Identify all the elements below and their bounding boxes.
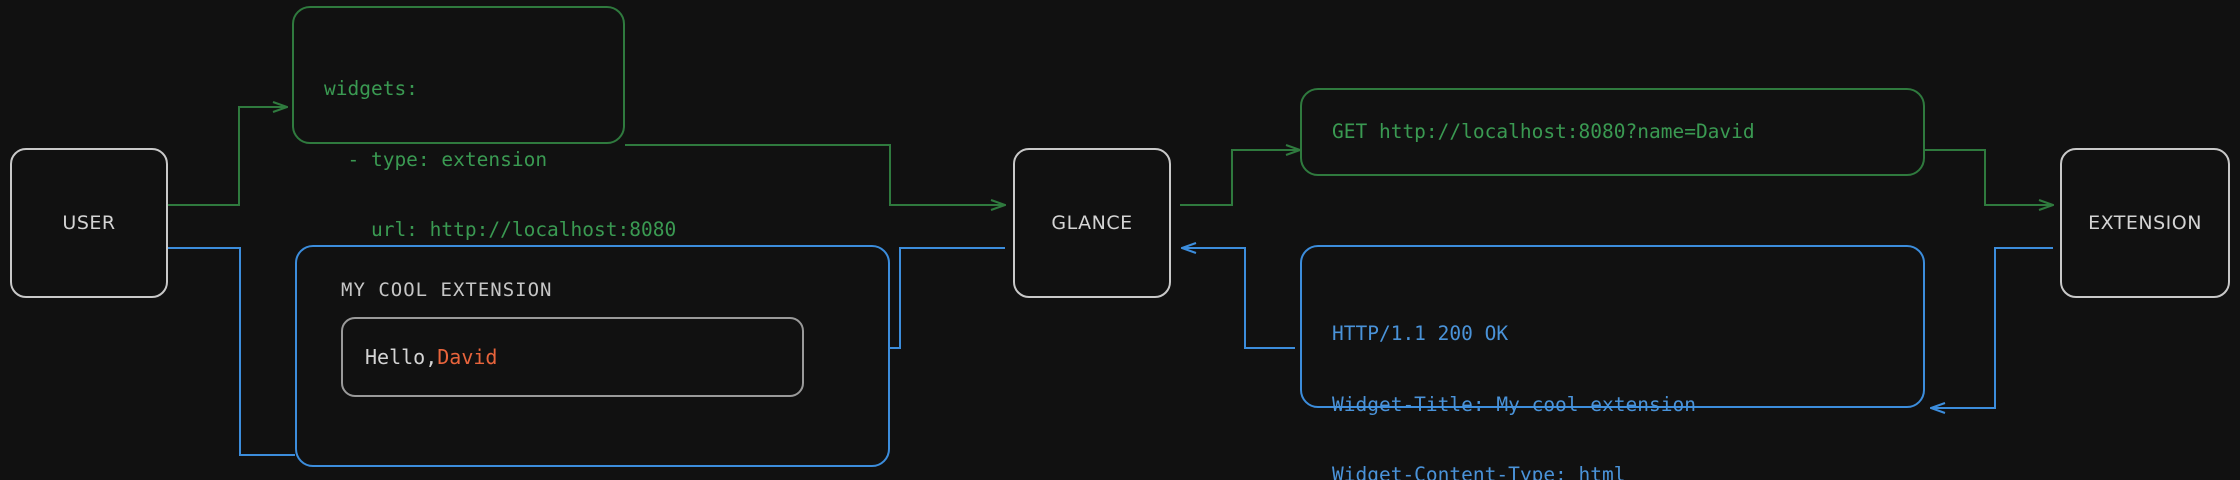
edge-response-to-glance — [1182, 248, 1295, 349]
http-request-box[interactable]: GET http://localhost:8080?name=David — [1300, 88, 1925, 176]
http-response-box[interactable]: HTTP/1.1 200 OK Widget-Title: My cool ex… — [1300, 245, 1925, 480]
response-line-1: Widget-Title: My cool extension — [1332, 392, 1696, 416]
edge-request-to-extension — [1925, 149, 2053, 205]
node-extension-label: EXTENSION — [2088, 212, 2202, 234]
edge-extension-to-response — [1931, 247, 2053, 408]
node-user[interactable]: USER — [10, 148, 168, 298]
widget-greeting-prefix: Hello, — [365, 345, 438, 369]
config-yaml-box[interactable]: widgets: - type: extension url: http://l… — [292, 6, 817, 453]
node-user-label: USER — [62, 212, 116, 234]
rendered-widget-card[interactable]: MY COOL EXTENSION Hello, David — [295, 245, 890, 467]
config-line-0: widgets: — [324, 77, 418, 100]
response-line-0: HTTP/1.1 200 OK — [1332, 322, 1509, 345]
node-glance[interactable]: GLANCE — [1013, 148, 1171, 298]
edge-config-to-glance — [625, 144, 1005, 205]
widget-title: MY COOL EXTENSION — [341, 279, 553, 301]
node-glance-label: GLANCE — [1051, 212, 1133, 234]
widget-content: Hello, David — [341, 317, 804, 397]
config-line-1: - type: extension — [324, 147, 548, 171]
config-line-2: url: http://localhost:8080 — [324, 218, 677, 241]
widget-greeting-name: David — [437, 345, 498, 369]
request-line-0: GET http://localhost:8080?name=David — [1332, 120, 1755, 144]
response-line-2: Widget-Content-Type: html — [1332, 463, 1626, 480]
edge-glance-to-request — [1180, 150, 1300, 206]
node-extension[interactable]: EXTENSION — [2060, 148, 2230, 298]
